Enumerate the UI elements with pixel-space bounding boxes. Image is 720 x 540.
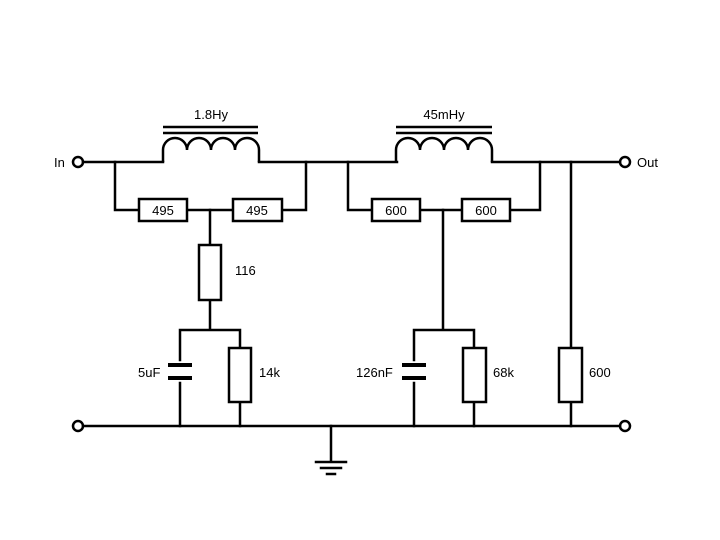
inductor-l1	[161, 125, 261, 162]
resistor-r2-label: 116	[235, 263, 256, 278]
output-terminal-top	[618, 155, 632, 169]
resistor-r1a-label: 495	[152, 203, 174, 218]
inductor-l1-label: 1.8Hy	[194, 107, 228, 122]
resistor-r3	[227, 346, 253, 404]
capacitor-c2-label: 126nF	[356, 365, 393, 380]
output-label: Out	[637, 155, 658, 170]
resistor-r5-label: 68k	[493, 365, 514, 380]
resistor-r3-label: 14k	[259, 365, 280, 380]
resistor-r4a	[370, 197, 422, 223]
capacitor-c2	[402, 363, 426, 380]
capacitor-c1-label: 5uF	[138, 365, 160, 380]
resistor-r2	[197, 243, 223, 302]
output-terminal-bottom	[618, 419, 632, 433]
ground-symbol	[314, 424, 348, 476]
resistor-r1b	[231, 197, 284, 223]
shunt-branch-2-wire	[412, 208, 476, 428]
capacitor-c1	[168, 363, 192, 380]
input-label: In	[54, 155, 65, 170]
resistor-r4b-label: 600	[475, 203, 497, 218]
resistor-r6-label: 600	[589, 365, 611, 380]
input-terminal-bottom	[71, 419, 85, 433]
resistor-r1a	[137, 197, 189, 223]
shunt-branch-1-wire	[178, 208, 242, 428]
inductor-l2-label: 45mHy	[423, 107, 465, 122]
resistor-r1b-label: 495	[246, 203, 268, 218]
resistor-r5	[461, 346, 488, 404]
inductor-l2	[394, 125, 494, 162]
resistor-r4b	[460, 197, 512, 223]
resistor-r4a-label: 600	[385, 203, 407, 218]
section2-bridge-wire	[346, 160, 542, 212]
resistor-r6	[557, 346, 584, 404]
input-terminal-top	[71, 155, 85, 169]
